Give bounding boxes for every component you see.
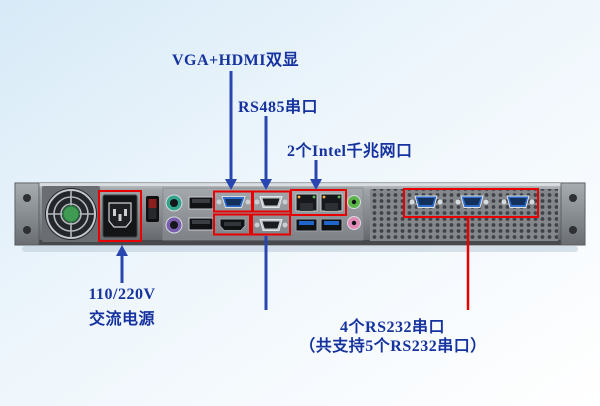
arrowhead-ac-power	[116, 245, 128, 256]
rs485-serial-port	[254, 196, 288, 208]
annotation-vga-hdmi-label: VGA+HDMI双显	[172, 52, 300, 69]
annotation-arrows	[116, 71, 470, 310]
annotation-rs485-label: RS485串口	[238, 99, 318, 116]
vga-port	[216, 196, 251, 208]
highlight-power	[98, 190, 142, 242]
arrowhead-intel-lan	[310, 179, 322, 190]
arrowhead-rs485	[260, 179, 272, 190]
rack-ear-right	[560, 182, 586, 246]
hdmi-port	[219, 218, 246, 231]
annotation-ac-power-label-line1: 110/220V	[88, 286, 156, 303]
usb3-ports	[295, 218, 343, 232]
power-switch	[146, 196, 159, 222]
cooling-fan-icon	[42, 186, 100, 242]
arrowhead-vga-hdmi	[225, 179, 237, 190]
gigabit-ethernet-ports	[295, 193, 343, 212]
highlight-ethernet	[290, 189, 347, 216]
highlight-rs232	[251, 213, 291, 236]
ac-power-inlet	[102, 194, 138, 238]
annotation-ac-power-label-line2: 交流电源	[88, 311, 155, 328]
rs232-serial-port	[254, 219, 288, 231]
rs232-db9-ports	[409, 195, 535, 208]
annotation-intel-lan-label: 2个Intel千兆网口	[287, 143, 413, 160]
highlight-hdmi	[213, 213, 251, 236]
ps2-ports	[165, 194, 183, 234]
audio-jacks	[347, 195, 361, 230]
rack-ear-left	[14, 182, 40, 246]
usb2-ports	[188, 196, 214, 231]
annotation-rs232-label-line2: （共支持5个RS232串口）	[299, 338, 487, 355]
highlight-db9-group	[403, 188, 539, 218]
annotation-rs232-label-line1: 4个RS232串口	[340, 319, 445, 336]
